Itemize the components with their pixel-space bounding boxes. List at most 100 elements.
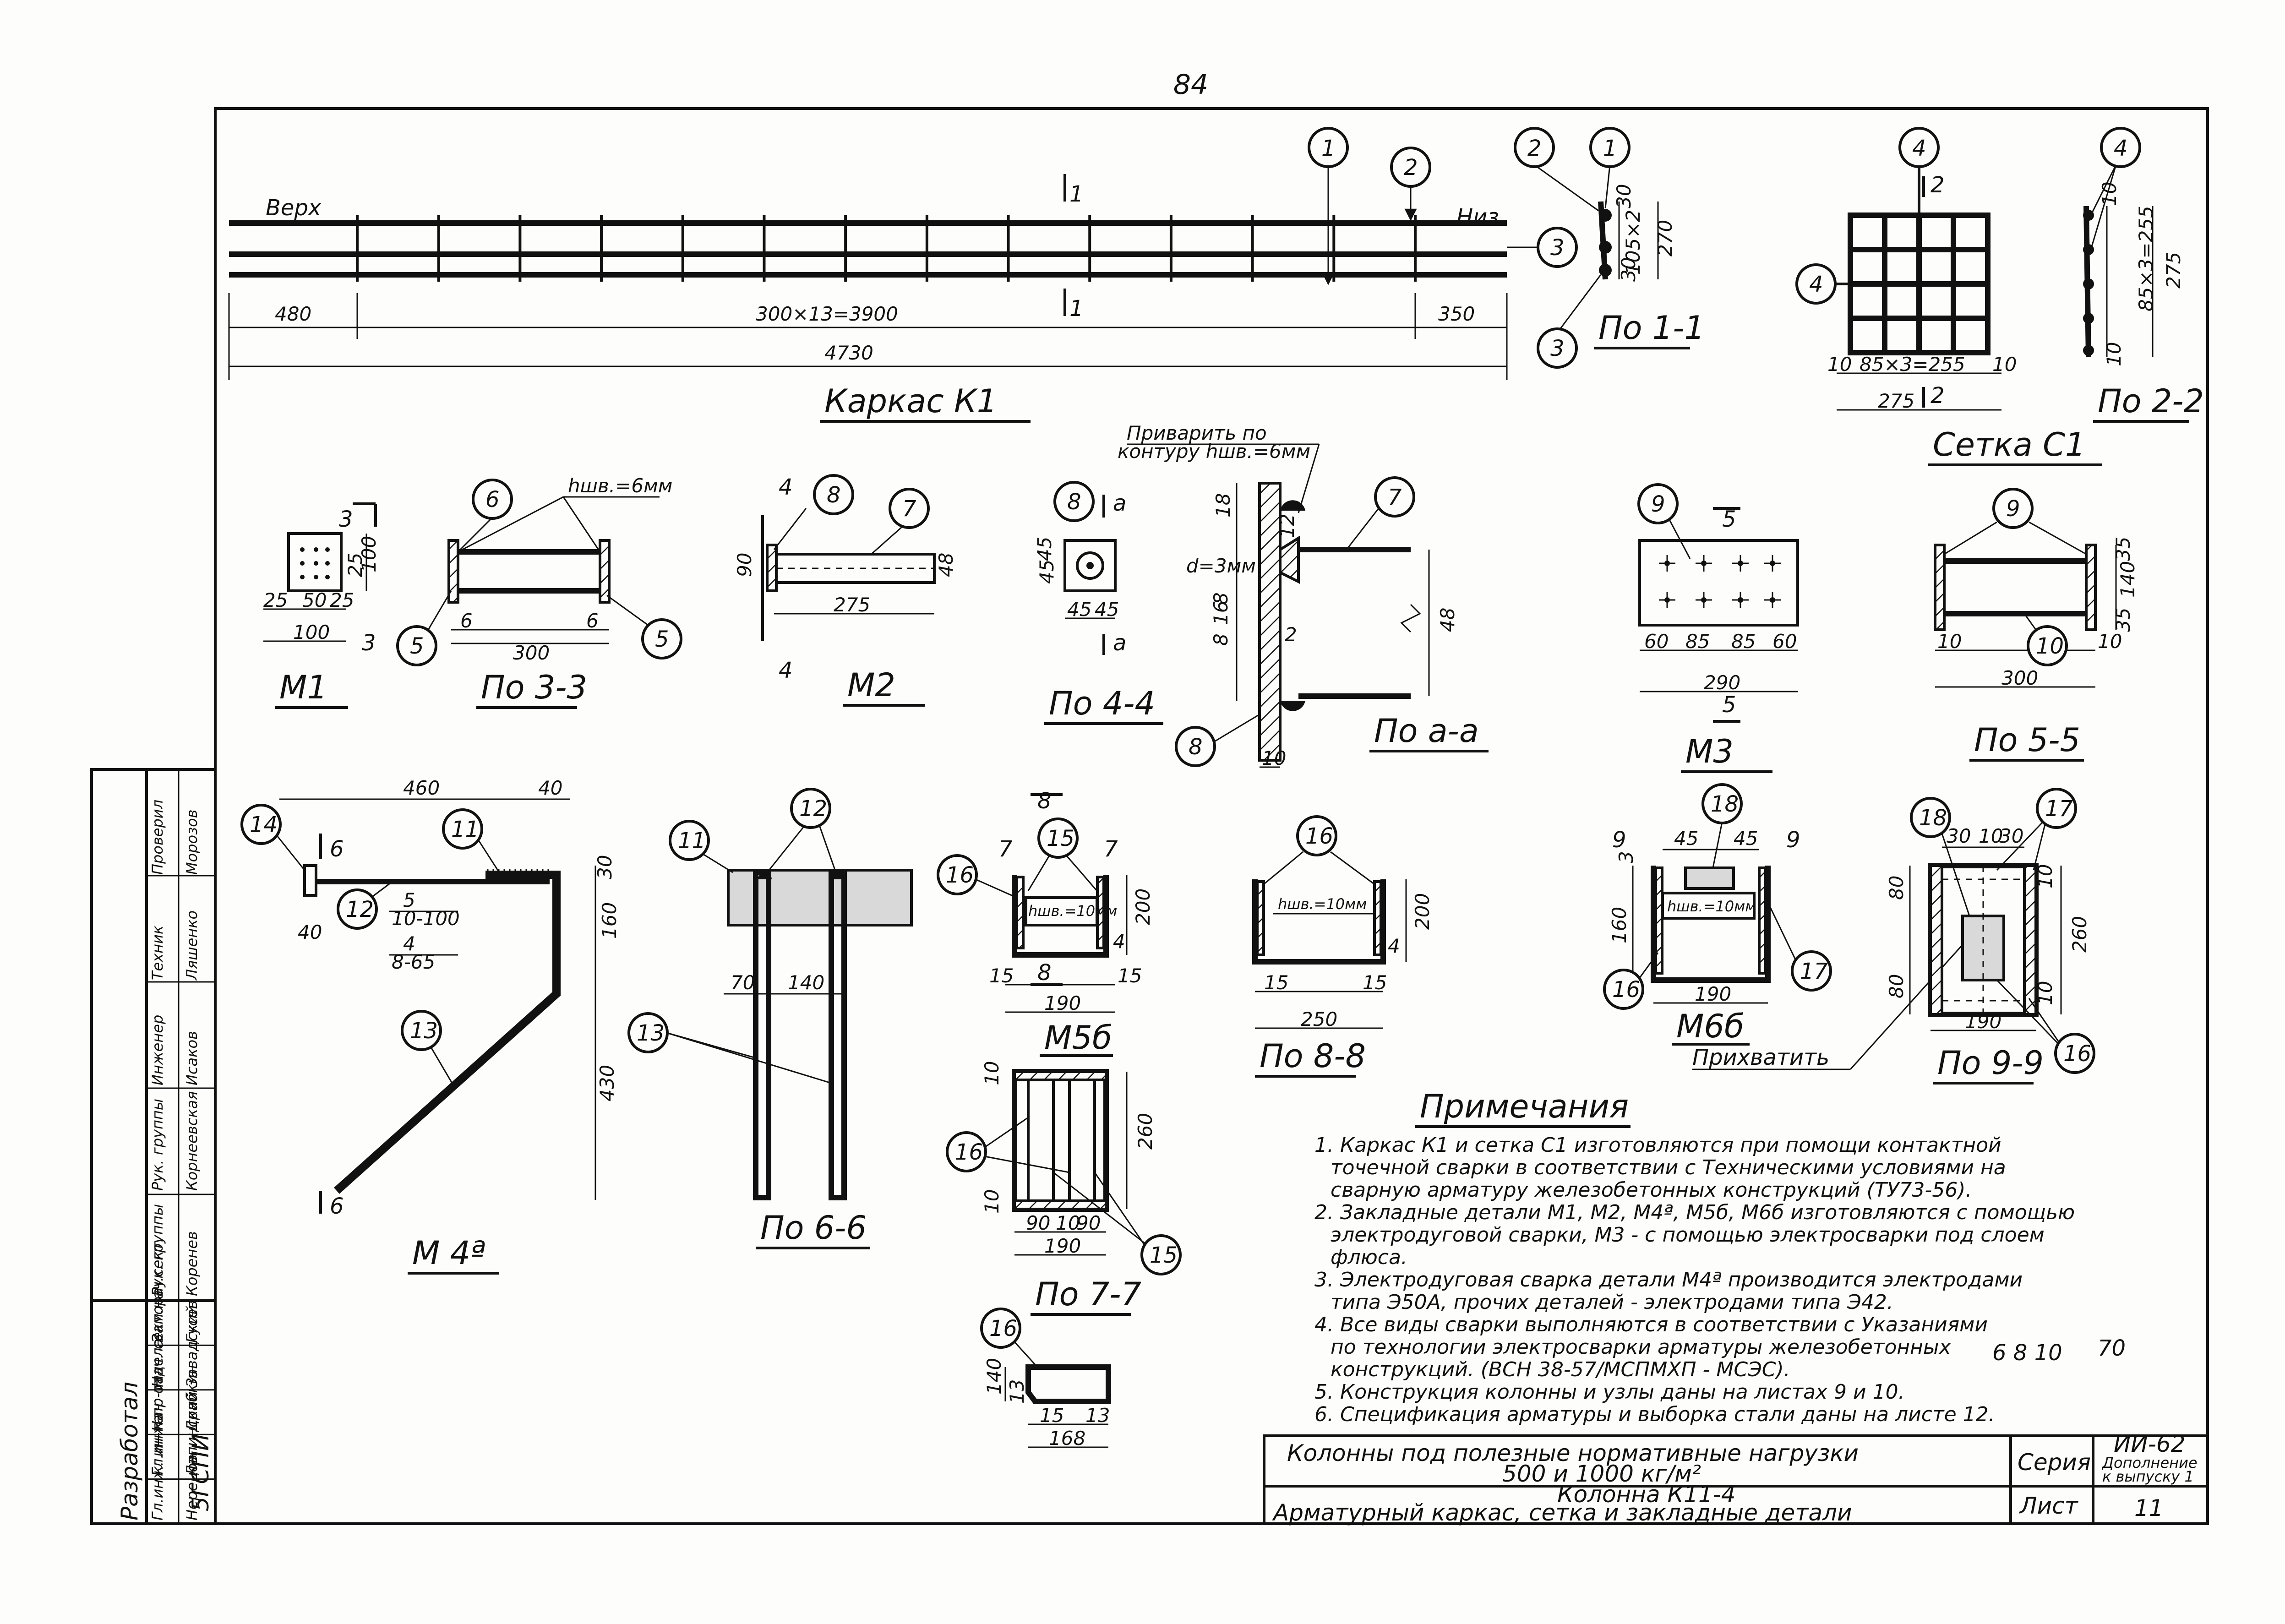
- section-mark-9-left: 9: [1612, 827, 1626, 853]
- bar-spec-2b: 8-65: [392, 951, 435, 973]
- title-line4: Арматурный каркас, сетка и закладные дет…: [1272, 1499, 1852, 1526]
- stud-mark: [1659, 592, 1675, 608]
- note-line: 1. Каркас К1 и сетка С1 изготовляются пр…: [1314, 1134, 2001, 1157]
- callout-15: 15: [1150, 1243, 1178, 1268]
- callout-16: 16: [1305, 823, 1333, 849]
- section-mark-a-top: а: [1113, 490, 1126, 516]
- section-6-6-title: По 6-6: [760, 1209, 867, 1247]
- section-5-5-title: По 5-5: [1974, 721, 2080, 759]
- callout-13: 13: [637, 1020, 665, 1046]
- section-mark-6-bottom: 6: [330, 1193, 344, 1219]
- mesh-c1-view: 4 4 2 2 10 85×3=255 10 275 Сетка С1: [1795, 127, 2102, 466]
- dim-40a: 40: [538, 777, 562, 799]
- dim-10c: 10: [1056, 1212, 1080, 1234]
- section-4-4: 45 45 45 45 8 а а По 4-4: [1033, 481, 1163, 725]
- section-1-1: 30 105×2 30 270 2 1 3 По 1-1: [1514, 127, 1705, 369]
- stud-mark: [1696, 555, 1712, 572]
- dim-190: 190: [1044, 1235, 1081, 1257]
- stamp-org-1: Разработал: [116, 1382, 143, 1520]
- section-mark-a-bottom: а: [1113, 630, 1126, 656]
- m2-title: М2: [847, 666, 895, 704]
- stamp-name: Завадский: [183, 1305, 201, 1387]
- callout-11: 11: [451, 817, 479, 842]
- dim-100w: 100: [293, 621, 330, 643]
- callout-7: 7: [902, 496, 916, 522]
- series-value: ИИ-62: [2114, 1431, 2185, 1457]
- dim-85a: 85: [1685, 630, 1710, 653]
- notes-title: Примечания: [1420, 1088, 1629, 1125]
- section-3-3: 6 300 6 hшв.=6мм 6 5 5 По 3-3: [396, 474, 682, 709]
- callout-3: 3: [1550, 336, 1565, 361]
- callout-16: 16: [946, 862, 974, 888]
- callout-5-right: 5: [655, 627, 669, 652]
- note-line: точечной сварки в соответствии с Техниче…: [1331, 1156, 2006, 1179]
- dim-25a: 25: [263, 589, 288, 611]
- section-6-6: 70 140 11 12 13 По 6-6: [627, 788, 913, 1249]
- dim-4: 4: [1388, 935, 1400, 957]
- section-mark-9-right: 9: [1786, 827, 1800, 853]
- stud-mark: [1764, 592, 1781, 608]
- callout-6: 6: [485, 487, 500, 512]
- dim-100h: 100: [358, 536, 380, 572]
- callout-8: 8: [1189, 734, 1203, 760]
- callout-16: 16: [2063, 1041, 2091, 1067]
- note-line: сварную арматуру железобетонных конструк…: [1331, 1178, 1972, 1202]
- dim-255: 85×3=255: [1860, 353, 1965, 376]
- dim-3900: 300×13=3900: [756, 303, 898, 325]
- section-mark-1-top: 1: [1069, 181, 1084, 207]
- section-4-4-title: По 4-4: [1049, 685, 1155, 722]
- dim-45c: 45: [1067, 598, 1091, 621]
- dim-275: 275: [2162, 252, 2185, 289]
- dim-45b: 45: [1036, 560, 1058, 584]
- note-line: типа Э50А, прочих деталей - электродами …: [1331, 1291, 1893, 1314]
- dim-255: 85×3=255: [2135, 206, 2157, 311]
- section-9-9-title: По 9-9: [1937, 1044, 2044, 1082]
- section-5-5: 10 10 300 35 140 35 9 10 По 5-5: [1934, 488, 2139, 762]
- dim-6a: 6: [460, 610, 473, 632]
- m3-title: М3: [1685, 733, 1734, 770]
- plate-m6b: hшв.=10мм 3 160 45 45 190 18 16 17 9 9 М…: [1603, 783, 1975, 1070]
- stud-mark: [1732, 555, 1749, 572]
- stamp-role: Инженер: [149, 1015, 166, 1085]
- dim-10b: 10: [2103, 342, 2125, 366]
- callout-4: 4: [1912, 136, 1926, 161]
- series-value-3: к выпуску 1: [2102, 1468, 2194, 1485]
- dim-90b: 90: [1076, 1212, 1101, 1234]
- dim-48: 48: [1436, 608, 1459, 632]
- stamp-name: Коренев: [183, 1231, 201, 1296]
- dim-10: 10: [1262, 747, 1286, 769]
- callout-12: 12: [346, 897, 374, 922]
- dim-25v: 25: [344, 553, 366, 577]
- title-block: Колонны под полезные нормативные нагрузк…: [1263, 1431, 2209, 1526]
- dim-30b: 30: [1999, 825, 2023, 847]
- dim-45d: 45: [1095, 598, 1119, 621]
- callout-18: 18: [1919, 805, 1947, 831]
- dim-350: 350: [1438, 303, 1475, 325]
- dim-275: 275: [834, 594, 870, 616]
- m1-title: М1: [279, 669, 327, 706]
- note-line: по технологии электросварки арматуры жел…: [1331, 1335, 1952, 1359]
- plate-16: 140 13 15 13 168 16: [980, 1308, 1111, 1450]
- section-8-8: hшв.=10мм 200 4 15 15 250 16 По 8-8: [1252, 815, 1434, 1078]
- dim-10a: 10: [1827, 353, 1852, 376]
- weld-size: hшв.=10мм: [1278, 895, 1367, 913]
- dim-13b: 13: [1085, 1404, 1110, 1427]
- dim-10b: 10: [1992, 353, 2017, 376]
- stamp-role: Гл.инж. ин-та: [149, 1415, 166, 1520]
- dim-25b: 25: [330, 589, 354, 611]
- section-mark-7-right: 7: [1104, 836, 1118, 862]
- dim-105x2: 105×2: [1622, 210, 1644, 275]
- dim-270: 270: [1654, 220, 1676, 256]
- callout-5-left: 5: [410, 633, 424, 659]
- callout-16: 16: [955, 1139, 983, 1165]
- callout-1: 1: [1603, 136, 1617, 161]
- section-9-9: 10 260 10 80 80 30 10 30 190 18 17 16 По…: [1885, 788, 2095, 1084]
- section-mark-4-bottom: 4: [779, 658, 793, 683]
- dim-140: 140: [983, 1358, 1005, 1395]
- dim-260: 260: [1134, 1113, 1156, 1150]
- dim-15: 15: [1040, 1404, 1064, 1427]
- section-8-8-title: По 8-8: [1260, 1037, 1366, 1075]
- title-line2: 500 и 1000 кг/м²: [1502, 1461, 1701, 1487]
- dim-10c: 10: [2034, 981, 2056, 1005]
